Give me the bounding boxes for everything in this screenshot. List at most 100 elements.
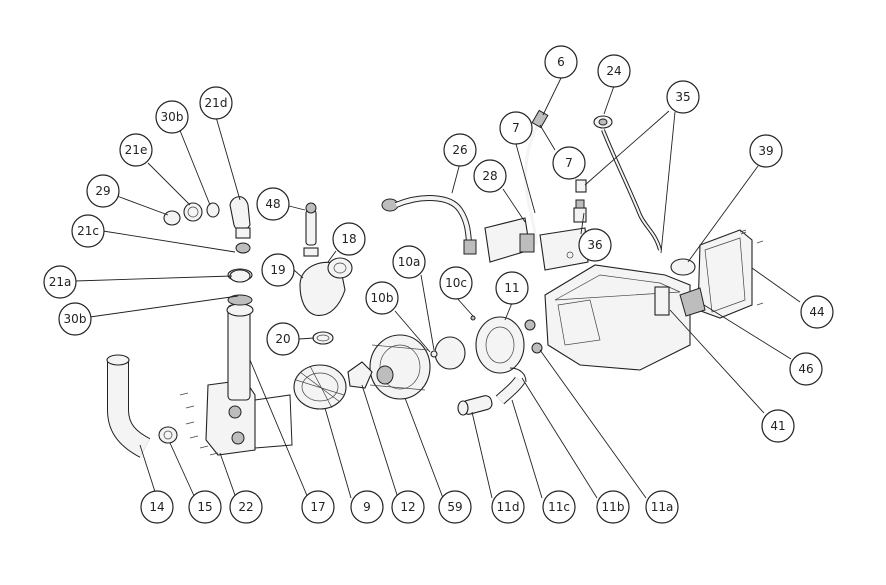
part-bellows-21e: [183, 202, 203, 222]
callout-12: 12: [391, 490, 425, 524]
callout-10b: 10b: [365, 281, 399, 315]
svg-text:36: 36: [587, 238, 602, 252]
callouts: 6 24 35 7 7 39 26 28 36 30b 21d 21e 29 4…: [43, 45, 834, 524]
part-fan-cage-9: [293, 364, 347, 410]
callout-24: 24: [597, 54, 631, 88]
part-gasket-15: [158, 426, 178, 444]
part-gasket-10a: [430, 350, 438, 358]
callout-6: 6: [544, 45, 578, 79]
svg-text:15: 15: [197, 500, 212, 514]
part-hose-11d: [457, 395, 493, 416]
callout-10a: 10a: [392, 245, 426, 279]
svg-text:30b: 30b: [64, 312, 87, 326]
callout-7-left: 7: [499, 111, 533, 145]
callout-39: 39: [749, 134, 783, 168]
parts-drawing: [106, 109, 764, 458]
part-bracket-28: [484, 217, 589, 271]
svg-text:9: 9: [363, 500, 371, 514]
svg-text:29: 29: [95, 184, 110, 198]
svg-text:44: 44: [809, 305, 824, 319]
part-gasket-10c: [470, 315, 476, 321]
svg-text:39: 39: [758, 144, 773, 158]
svg-text:17: 17: [310, 500, 325, 514]
callout-11c: 11c: [542, 490, 576, 524]
callout-9: 9: [350, 490, 384, 524]
svg-text:46: 46: [798, 362, 813, 376]
callout-26: 26: [443, 133, 477, 167]
part-clip-11b: [509, 367, 527, 383]
callout-10c: 10c: [439, 266, 473, 300]
part-valve-36: [573, 179, 587, 223]
svg-text:7: 7: [512, 121, 520, 135]
svg-text:10c: 10c: [445, 276, 467, 290]
svg-text:59: 59: [447, 500, 462, 514]
part-ring-30b-top: [206, 202, 220, 218]
callout-17: 17: [301, 490, 335, 524]
callout-14: 14: [140, 490, 174, 524]
callout-36: 36: [578, 228, 612, 262]
callout-11a: 11a: [645, 490, 679, 524]
part-pipe-14: [106, 354, 151, 458]
svg-text:11b: 11b: [602, 500, 625, 514]
svg-text:22: 22: [238, 500, 253, 514]
callout-11b: 11b: [596, 490, 630, 524]
svg-text:21e: 21e: [125, 143, 148, 157]
part-pump-22: [205, 268, 293, 456]
svg-text:48: 48: [265, 197, 280, 211]
part-hose-24: [593, 115, 662, 251]
callout-44: 44: [800, 295, 834, 329]
svg-text:14: 14: [149, 500, 164, 514]
part-motor-11: [434, 316, 543, 374]
callout-30b-bottom: 30b: [58, 302, 92, 336]
svg-text:20: 20: [275, 332, 290, 346]
svg-text:28: 28: [482, 169, 497, 183]
part-ring-20: [312, 331, 334, 345]
leader-lines: [74, 77, 801, 499]
part-motor-59: [369, 334, 431, 400]
svg-text:21d: 21d: [205, 96, 228, 110]
callout-59: 59: [438, 490, 472, 524]
callout-30b-top: 30b: [155, 100, 189, 134]
part-impeller-12: [347, 361, 373, 389]
svg-text:11a: 11a: [651, 500, 674, 514]
part-hose-6: [524, 109, 549, 246]
svg-text:10b: 10b: [371, 291, 394, 305]
callout-41: 41: [761, 409, 795, 443]
callout-21a: 21a: [43, 265, 77, 299]
part-coupler-21d: [229, 196, 251, 254]
svg-text:21a: 21a: [49, 275, 72, 289]
part-hose-11c: [495, 376, 526, 405]
part-ring-21a: [229, 269, 251, 283]
callout-48: 48: [256, 187, 290, 221]
callout-20: 20: [266, 322, 300, 356]
callout-11d: 11d: [491, 490, 525, 524]
callout-21d: 21d: [199, 86, 233, 120]
part-screws: [179, 229, 764, 456]
callout-21e: 21e: [119, 133, 153, 167]
callout-11: 11: [495, 271, 529, 305]
callout-46: 46: [789, 352, 823, 386]
callout-18: 18: [332, 222, 366, 256]
part-clamp-29: [163, 210, 181, 226]
svg-text:12: 12: [400, 500, 415, 514]
svg-text:30b: 30b: [161, 110, 184, 124]
part-duct-19: [299, 257, 353, 316]
svg-text:35: 35: [675, 90, 690, 104]
part-hose-26: [381, 195, 477, 255]
callout-7-right: 7: [552, 146, 586, 180]
part-elbow-48: [303, 202, 319, 257]
svg-text:11d: 11d: [497, 500, 520, 514]
svg-text:41: 41: [770, 419, 785, 433]
callout-22: 22: [229, 490, 263, 524]
part-housing: [544, 229, 753, 371]
svg-text:10a: 10a: [398, 255, 421, 269]
callout-21c: 21c: [71, 214, 105, 248]
callout-19: 19: [261, 253, 295, 287]
svg-text:6: 6: [557, 55, 565, 69]
svg-text:26: 26: [452, 143, 467, 157]
callout-29: 29: [86, 174, 120, 208]
svg-text:19: 19: [270, 263, 285, 277]
svg-text:24: 24: [606, 64, 621, 78]
svg-text:18: 18: [341, 232, 356, 246]
